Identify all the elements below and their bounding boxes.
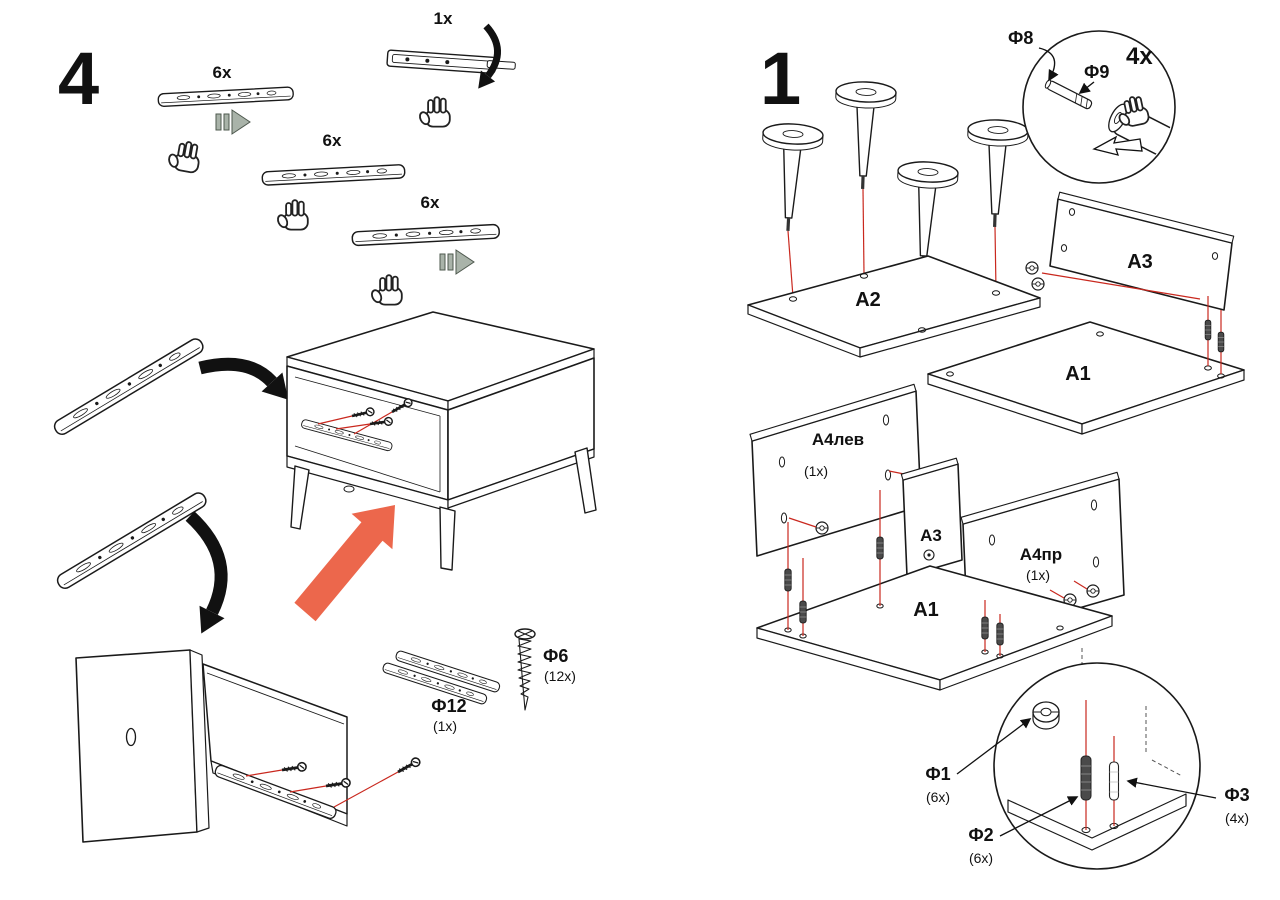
drawer-slide-rail-2	[261, 163, 406, 186]
cam-lock-2	[1031, 277, 1045, 291]
f8-pointer	[1038, 47, 1059, 82]
label-panel-a1-top: A1	[1065, 363, 1091, 385]
hand-icon-4	[369, 274, 403, 306]
rail-detail-view	[386, 23, 516, 89]
label-f1-qty: (6x)	[926, 789, 950, 805]
label-step1-number: 1	[760, 37, 801, 120]
cam-lock-f1	[1032, 701, 1060, 730]
detail-circle-leg-fitting: 4x	[1022, 30, 1176, 184]
cabinet-rail-lower	[54, 489, 210, 592]
direction-arrow-right-1	[215, 109, 251, 135]
label-panel-a3-mid: A3	[920, 526, 942, 545]
label-rail2-qty: 6x	[323, 131, 342, 150]
label-panel-a4-left: А4лев	[812, 430, 864, 449]
label-f6-qty: (12x)	[544, 668, 576, 684]
leg-2	[831, 80, 898, 191]
hand-icon-1	[164, 137, 203, 175]
label-step4-number: 4	[58, 37, 99, 120]
fold-arrow	[483, 23, 501, 79]
drawer-slide-rail-3	[351, 223, 501, 247]
drawer-screw-guides	[245, 769, 399, 808]
label-f12: Ф12	[431, 696, 466, 716]
dowel-1	[1204, 319, 1212, 341]
label-f6: Ф6	[543, 646, 568, 666]
panel-a3-top	[1049, 191, 1235, 311]
drawer-handle-hole	[125, 727, 137, 747]
panel-a1-bottom	[756, 565, 1113, 691]
hand-icon-2	[417, 96, 451, 128]
panel-a4-left	[749, 383, 922, 557]
step4-section: 4 6x 1x 6x 6x	[51, 9, 597, 843]
dowel-f3	[1108, 761, 1120, 801]
label-rail3-qty: 6x	[421, 193, 440, 212]
f3-pointer	[1126, 777, 1217, 799]
label-f2-qty: (6x)	[969, 850, 993, 866]
screw-icon-6	[394, 755, 423, 778]
leg-4	[963, 118, 1030, 229]
cabinet-leg-left	[290, 465, 310, 530]
cabinet-leg-front	[439, 506, 456, 571]
cam-lock-1	[1025, 261, 1039, 275]
cam-guide-line-1	[1041, 272, 1201, 300]
label-f3: Ф3	[1224, 785, 1249, 805]
panel-a3-mid	[900, 457, 963, 577]
dowel-6	[981, 616, 989, 640]
label-f8: Ф8	[1008, 28, 1033, 48]
label-detail-qty: 4x	[1126, 43, 1153, 70]
cam-guide-line-2	[788, 517, 817, 528]
insertion-arrow-white	[1092, 135, 1143, 156]
label-rail-detail-qty: 1x	[434, 9, 453, 28]
dowel-7	[996, 622, 1004, 646]
dowel-5	[876, 536, 884, 560]
insert-arrow-red	[294, 505, 395, 622]
f9-pointer	[1078, 81, 1095, 95]
curved-arrow-to-cabinet	[198, 357, 289, 400]
detail-circle-fasteners	[993, 662, 1201, 870]
foot-glimpse	[343, 485, 355, 493]
cabinet-rail-upper	[51, 335, 207, 438]
drawer-front-panel	[75, 649, 198, 843]
label-f3-qty: (4x)	[1225, 810, 1249, 826]
cabinet-leg-right	[574, 447, 597, 514]
label-panel-a4-right-qty: (1x)	[1026, 567, 1050, 583]
direction-arrow-right-2	[439, 249, 475, 275]
cam-lock-3	[815, 521, 829, 535]
nightstand-body	[286, 311, 597, 571]
dowel-4	[799, 600, 807, 624]
dowel-f2	[1080, 755, 1092, 801]
dowel-screw-f9	[1044, 79, 1093, 110]
screw-f6	[514, 628, 536, 711]
hand-icon-3	[275, 199, 309, 231]
label-panel-a1-bottom: A1	[913, 599, 939, 621]
label-panel-a4-right: А4пр	[1020, 545, 1062, 564]
label-f2: Ф2	[968, 825, 993, 845]
label-panel-a2: A2	[855, 289, 881, 311]
drawer-box	[75, 649, 423, 843]
leg-3	[892, 159, 960, 272]
label-f9: Ф9	[1084, 62, 1109, 82]
drawer-slide-rail-1	[157, 86, 295, 108]
leg-1	[757, 121, 825, 234]
cam-lock-6	[1086, 584, 1100, 598]
panel-a2	[747, 255, 1041, 358]
f1-pointer	[956, 718, 1032, 775]
label-f12-qty: (1x)	[433, 718, 457, 734]
f2-pointer	[999, 796, 1079, 837]
label-panel-a4-left-qty: (1x)	[804, 463, 828, 479]
step1-section: 1	[747, 28, 1250, 870]
dowel-3	[784, 568, 792, 592]
label-rail1-qty: 6x	[213, 63, 232, 82]
label-f1: Ф1	[925, 764, 950, 784]
curved-arrow-to-drawer	[185, 511, 228, 634]
panel-a1-top	[927, 321, 1245, 435]
cam-guide-lines-right	[1049, 580, 1088, 599]
dowel-2	[1217, 331, 1225, 353]
label-panel-a3-top: A3	[1127, 251, 1153, 273]
